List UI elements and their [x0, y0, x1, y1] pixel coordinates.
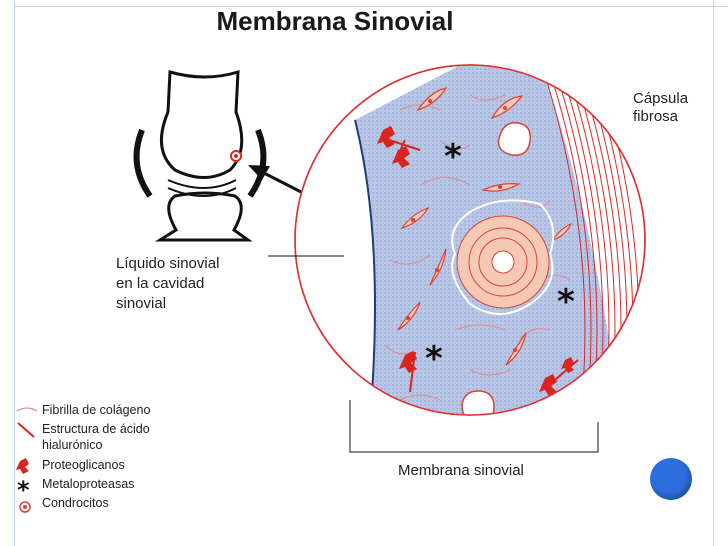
liquido-label-line1: Líquido sinovial [116, 255, 220, 272]
arrow-icon [248, 165, 306, 196]
joint-illustration [133, 69, 267, 242]
metalloprotease-icon: * [17, 476, 30, 494]
svg-text:*: * [425, 339, 443, 379]
legend-label-line1: Estructura de ácido [42, 422, 150, 436]
slide-frame-right [713, 0, 728, 546]
legend-label: Fibrilla de colágeno [42, 403, 151, 417]
legend-item-chondrocyte: Condrocitos [16, 495, 176, 514]
svg-text:*: * [444, 137, 462, 177]
legend-label: Proteoglicanos [42, 458, 125, 472]
metalloprotease-asterisks: * * * [425, 137, 575, 379]
svg-text:*: * [557, 282, 575, 322]
legend: Fibrilla de colágeno Estructura de ácido… [16, 402, 176, 514]
legend-item-proteoglycan: Proteoglicanos [16, 457, 176, 476]
chondrocyte-cells [461, 122, 531, 415]
legend-label: Condrocitos [42, 496, 109, 510]
decorative-circle [650, 458, 692, 500]
blood-vessel [451, 199, 555, 315]
slide-frame-left [0, 0, 15, 546]
collagen-fibril-icon [16, 407, 38, 412]
svg-text:*: * [17, 476, 30, 494]
membrana-sinovial-label: Membrana sinovial [398, 462, 524, 479]
legend-item-hyaluronic: Estructura de ácido hialurónico [16, 421, 176, 457]
capsula-label-line2: fibrosa [633, 108, 679, 125]
capsula-fibrosa-label: Cápsula fibrosa [633, 90, 688, 126]
liquido-label-line2: en la cavidad [116, 275, 205, 292]
proteoglycan-icon [16, 458, 29, 474]
liquido-sinovial-label: Líquido sinovial en la cavidad sinovial [116, 254, 219, 314]
membrana-bracket [349, 400, 599, 453]
slide-frame-top [0, 0, 728, 7]
chondrocyte-icon [19, 501, 31, 513]
page-title: Membrana Sinovial [216, 6, 454, 36]
legend-label-line2: hialurónico [42, 438, 103, 452]
hyaluronic-acid-icon [17, 422, 35, 438]
legend-item-collagen: Fibrilla de colágeno [16, 402, 176, 421]
legend-item-metalloprotease: * Metaloproteasas [16, 476, 176, 495]
liquido-label-line3: sinovial [116, 295, 167, 312]
legend-label: Metaloproteasas [42, 477, 135, 491]
capsula-label-line1: Cápsula [633, 90, 689, 107]
